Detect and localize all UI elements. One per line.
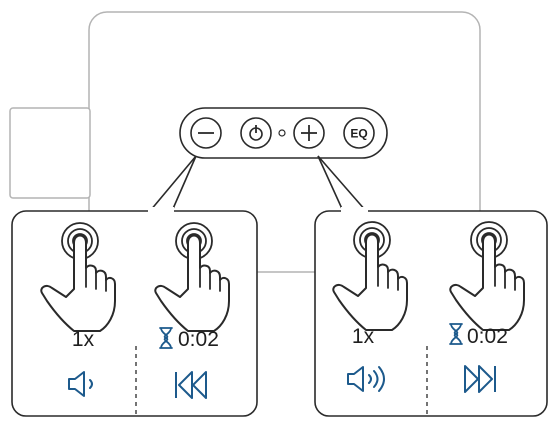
speaker-strap [9,107,91,199]
hold-time-label: 0:02 [178,328,219,351]
press-count-label: 1x [352,325,375,348]
volume-up-icon [347,366,385,392]
volume-up-button[interactable] [293,117,325,149]
volume-down-button[interactable] [190,117,222,149]
plus-icon [301,125,317,141]
eq-button[interactable]: EQ [343,117,375,149]
volume-down-icon [68,371,93,397]
press-count-label: 1x [72,328,95,351]
eq-label: EQ [350,127,367,141]
status-led [278,129,286,137]
left-callout-panel: 1x 0:02 [11,207,258,417]
callout-lines [149,155,367,212]
previous-track-icon [175,371,207,399]
power-button[interactable] [240,117,272,149]
power-icon [249,125,263,141]
next-track-icon [464,365,496,393]
right-callout-panel: 1x 0:02 [314,207,548,417]
control-panel: EQ [179,107,388,159]
hold-time-label: 0:02 [467,325,508,348]
